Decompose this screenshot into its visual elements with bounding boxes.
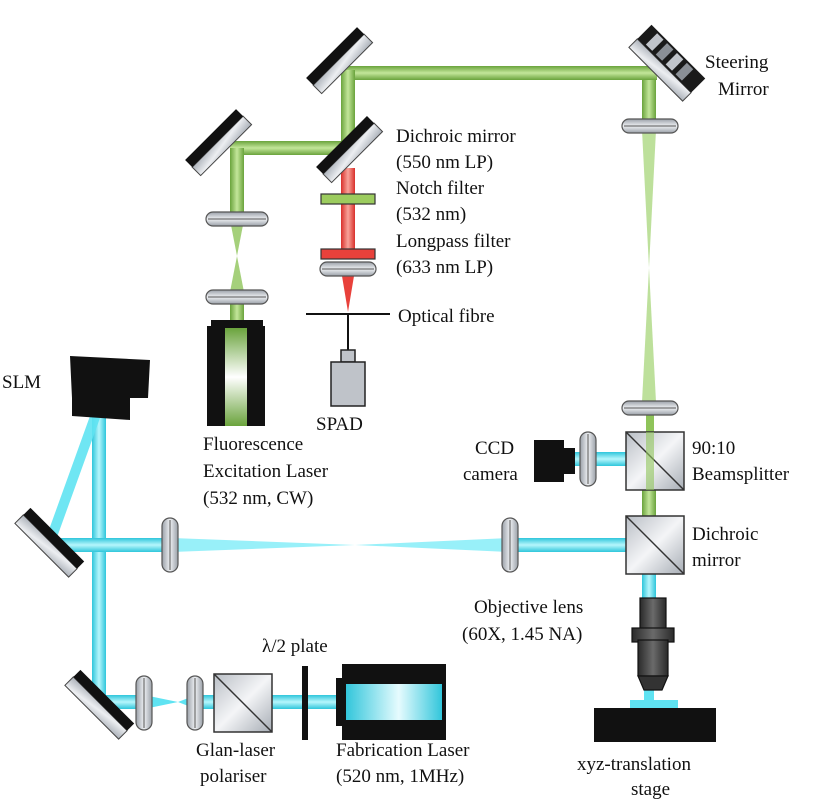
label-fluorescence-line2: Excitation Laser [203,461,329,482]
label-glan-laser-line1: Glan-laser [196,740,276,761]
spad-detector [330,349,366,407]
label-objective-line1: Objective lens [474,597,583,618]
label-fluorescence-line1: Fluorescence [203,434,303,455]
label-optical-fibre: Optical fibre [398,306,495,327]
green-beam-paths [230,66,657,518]
slm [70,356,150,420]
label-beamsplitter-line1: 90:10 [692,438,735,459]
lens-bottom-1 [135,675,153,731]
labels: Steering Mirror Dichroic mirror (550 nm … [2,52,790,800]
label-fabrication-line1: Fabrication Laser [336,740,470,761]
label-spad: SPAD [316,414,363,435]
half-wave-plate [302,666,308,740]
lens-fluorescence-lower [205,289,269,305]
label-steering-mirror-line1: Steering [705,52,769,73]
label-dichroic-top-line2: (550 nm LP) [396,152,493,173]
objective-lens [631,597,675,691]
label-dichroic-top-line1: Dichroic mirror [396,126,516,147]
ccd-camera [534,440,575,482]
mirror-top-middle [306,27,374,95]
beamsplitter-cube [625,431,685,491]
label-longpass-filter-line1: Longpass filter [396,231,511,252]
label-xyz-stage-line2: stage [631,779,670,800]
steering-mirror [628,24,706,102]
mirror-bottom-left [64,669,135,740]
lens-above-beamsplitter [621,400,679,416]
label-notch-filter-line1: Notch filter [396,178,485,199]
label-slm: SLM [2,372,41,393]
label-beamsplitter-line2: Beamsplitter [692,464,790,485]
longpass-filter [320,248,376,260]
label-objective-line2: (60X, 1.45 NA) [462,624,582,645]
notch-filter [320,193,376,205]
label-dichroic-bottom-line2: mirror [692,550,741,571]
lens-ccd [579,431,597,487]
lens-cyan-right [501,517,519,573]
xyz-translation-stage [594,700,716,742]
dichroic-mirror-top [316,116,384,184]
label-xyz-stage-line1: xyz-translation [577,754,691,775]
lens-fluorescence-upper [205,211,269,227]
label-glan-laser-line2: polariser [200,766,267,787]
lens-bottom-2 [186,675,204,731]
fabrication-laser [336,664,446,740]
label-half-wave-plate: λ/2 plate [262,636,328,657]
label-ccd-line2: camera [463,464,518,485]
label-notch-filter-line2: (532 nm) [396,204,466,225]
label-longpass-filter-line2: (633 nm LP) [396,257,493,278]
glan-laser-polariser [213,673,273,733]
label-fabrication-line2: (520 nm, 1MHz) [336,766,464,787]
lens-steering [621,118,679,134]
mirror-top-left [185,109,253,177]
red-beam-paths [341,168,355,350]
label-steering-mirror-line2: Mirror [718,79,769,100]
label-fluorescence-line3: (532 nm, CW) [203,488,313,509]
mirror-left-cyan [14,507,85,578]
lens-spad [319,261,377,277]
dichroic-cube-bottom [625,515,685,575]
lens-cyan-left [161,517,179,573]
fluorescence-laser [207,320,265,426]
label-ccd-line1: CCD [475,438,514,459]
label-dichroic-bottom-line1: Dichroic [692,524,758,545]
